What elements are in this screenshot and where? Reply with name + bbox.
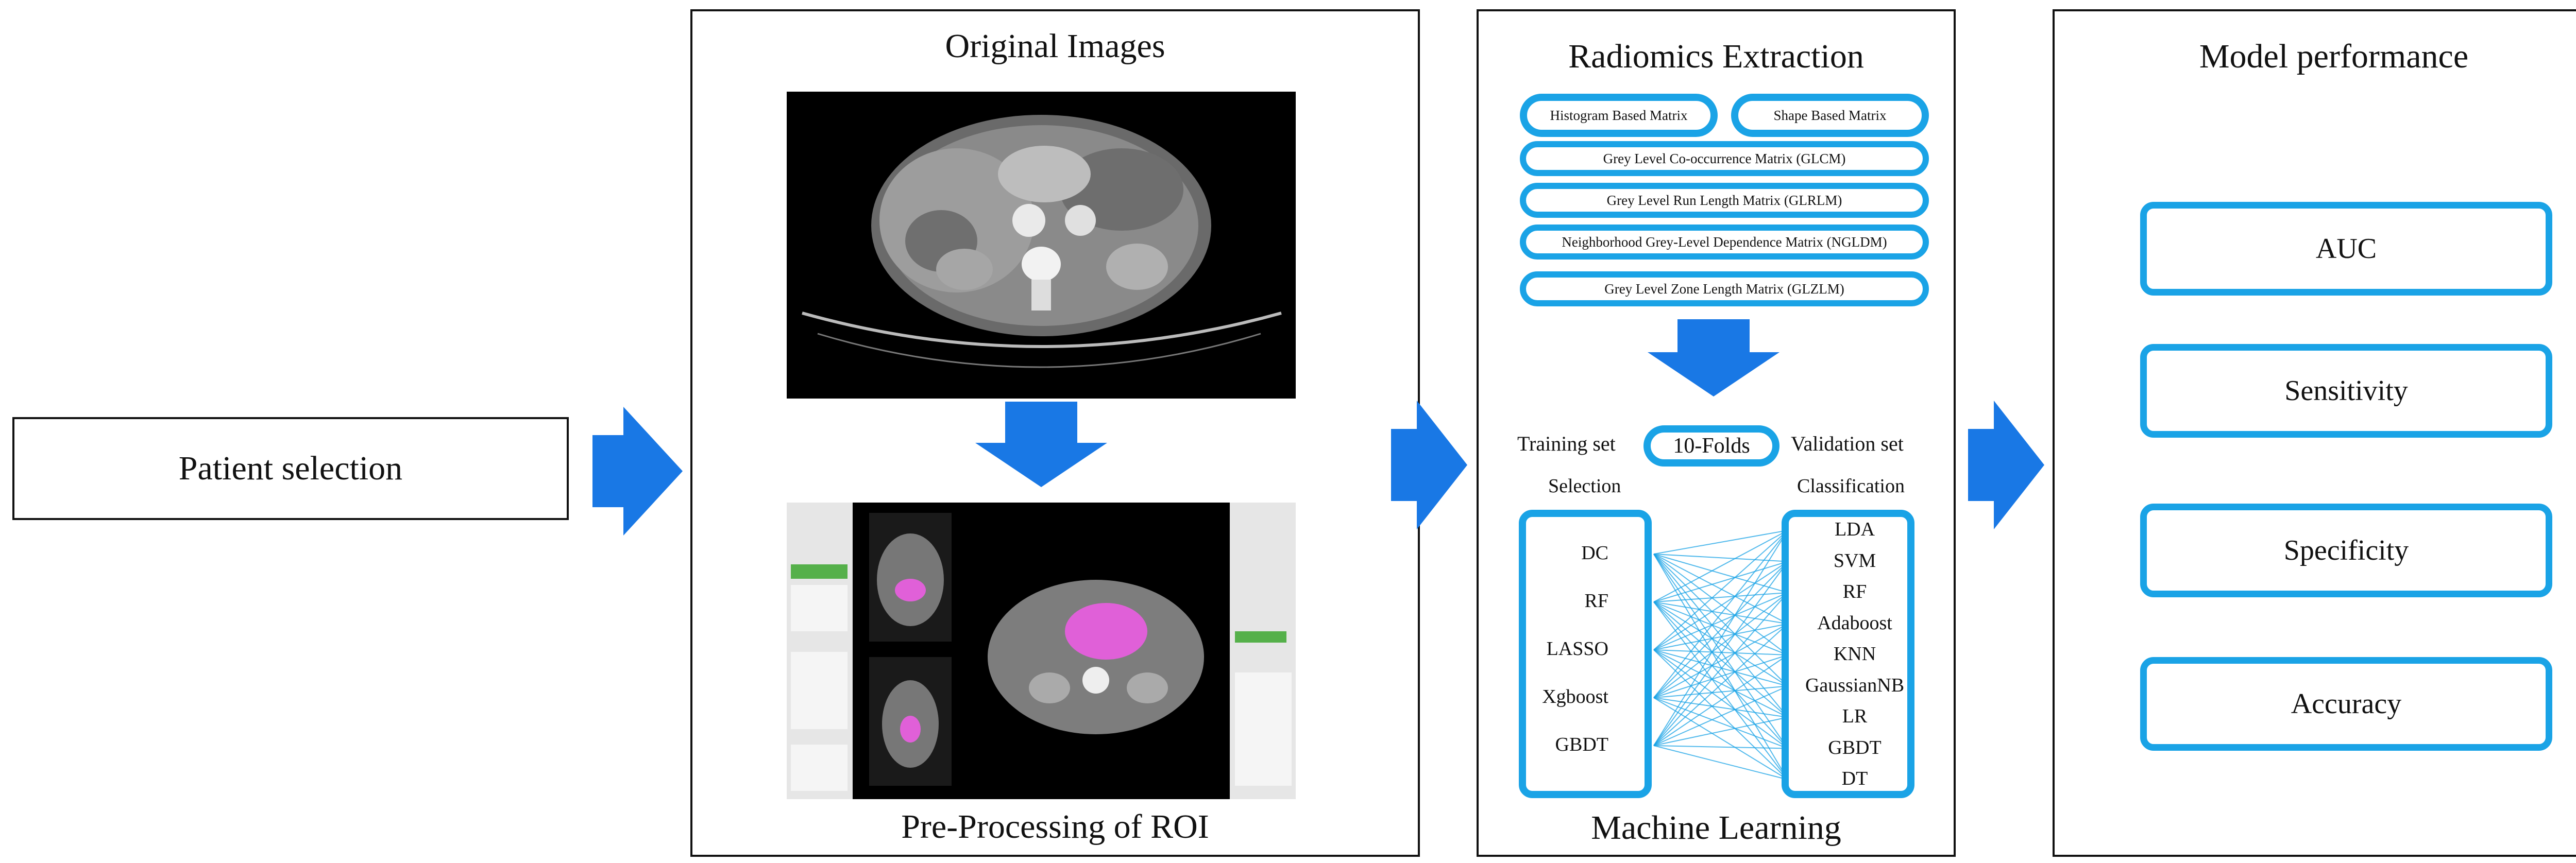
connection-line [1653,649,1788,749]
connection-line [1653,561,1788,602]
connection-line [1653,554,1788,593]
connection-line [1653,592,1788,746]
arrow-right-icon [592,407,683,536]
pill-glrlm: Grey Level Run Length Matrix (GLRLM) [1520,183,1929,218]
classifier-item: GaussianNB [1805,674,1905,696]
metric-auc-label: AUC [2315,233,2377,265]
machine-learning-title: Machine Learning [1591,809,1841,847]
metric-sensitivity-label: Sensitivity [2284,375,2408,407]
connection-line [1653,649,1788,780]
validation-set-label: Validation set [1791,432,1904,455]
arrow-right-icon [1391,401,1467,529]
arrow-right-icon [1968,401,2044,529]
arrow-down-icon [1648,319,1780,396]
original-images-title: Original Images [945,27,1165,65]
metric-sensitivity-box: Sensitivity [2140,344,2552,438]
connection-line [1653,623,1788,698]
connection-line [1653,685,1788,746]
model-performance-title: Model performance [2199,38,2469,75]
connection-line [1653,601,1788,655]
metric-auc-box: AUC [2140,202,2552,296]
connection-line [1653,601,1788,625]
connection-line [1653,554,1788,780]
radiomics-extraction-title: Radiomics Extraction [1568,38,1864,75]
connection-line [1653,530,1788,698]
connection-line [1653,592,1788,698]
connection-line [1653,530,1788,602]
connection-line [1653,654,1788,698]
connection-line [1653,530,1788,650]
metric-accuracy-label: Accuracy [2291,688,2402,720]
classifier-item: SVM [1833,549,1876,572]
patient-selection-box: Patient selection [12,417,569,520]
connection-line [1653,554,1788,655]
selection-classification-network [1653,530,1788,780]
connection-line [1653,601,1788,687]
pill-shape-matrix: Shape Based Matrix [1731,94,1929,137]
connection-line [1653,654,1788,746]
pill-glzlm: Grey Level Zone Length Matrix (GLZLM) [1520,271,1929,306]
connection-line [1653,554,1788,625]
connection-line [1653,623,1788,746]
arrow-down-icon [975,402,1107,487]
metric-specificity-box: Specificity [2140,504,2552,597]
connection-line [1653,592,1788,602]
selection-method-item: DC [1581,542,1608,564]
connection-line [1653,649,1788,687]
pill-histogram-matrix: Histogram Based Matrix [1520,94,1718,137]
selection-method-item: LASSO [1546,638,1608,660]
pre-processing-roi-title: Pre-Processing of ROI [901,808,1209,845]
connection-line [1653,623,1788,650]
connection-line [1653,561,1788,698]
connection-line [1653,530,1788,746]
connection-line [1653,554,1788,687]
connection-line [1653,530,1788,555]
patient-selection-label: Patient selection [178,450,403,487]
connection-line [1653,601,1788,718]
metric-specificity-label: Specificity [2283,534,2409,566]
selection-method-item: GBDT [1555,734,1608,755]
connection-line [1653,649,1788,655]
classifier-item: LDA [1834,519,1875,540]
connection-line [1653,554,1788,562]
connection-line [1653,561,1788,650]
connection-line [1653,697,1788,718]
connection-line [1653,592,1788,650]
connection-line [1653,554,1788,749]
classifier-item: RF [1842,581,1867,602]
selection-method-item: RF [1584,590,1608,612]
training-set-label: Training set [1517,432,1616,455]
selection-methods-box [1519,510,1652,798]
connection-line [1653,561,1788,746]
ten-folds-pill: 10-Folds [1643,425,1780,467]
classifiers-box [1782,510,1914,798]
classifier-item: LR [1842,705,1868,727]
classifier-item: DT [1841,768,1868,789]
roi-segmentation-screenshot [787,503,1296,799]
classifier-item: KNN [1833,643,1876,665]
pill-glcm: Grey Level Co-occurrence Matrix (GLCM) [1520,141,1929,176]
connection-line [1653,601,1788,780]
connection-line [1653,717,1788,746]
metric-accuracy-box: Accuracy [2140,657,2552,751]
connection-line [1653,554,1788,718]
classification-header: Classification [1797,475,1905,497]
selection-method-item: Xgboost [1542,686,1608,707]
ct-scan-image [787,92,1296,399]
connection-line [1653,697,1788,780]
connection-line [1653,601,1788,749]
classifier-item: GBDT [1828,736,1882,758]
connection-line [1653,697,1788,749]
connection-line [1653,649,1788,718]
connection-line [1653,745,1788,749]
connection-line [1653,745,1788,780]
pill-ngldm: Neighborhood Grey-Level Dependence Matri… [1520,225,1929,260]
classifier-item: Adaboost [1817,612,1892,634]
selection-header: Selection [1548,475,1621,497]
connection-line [1653,685,1788,698]
